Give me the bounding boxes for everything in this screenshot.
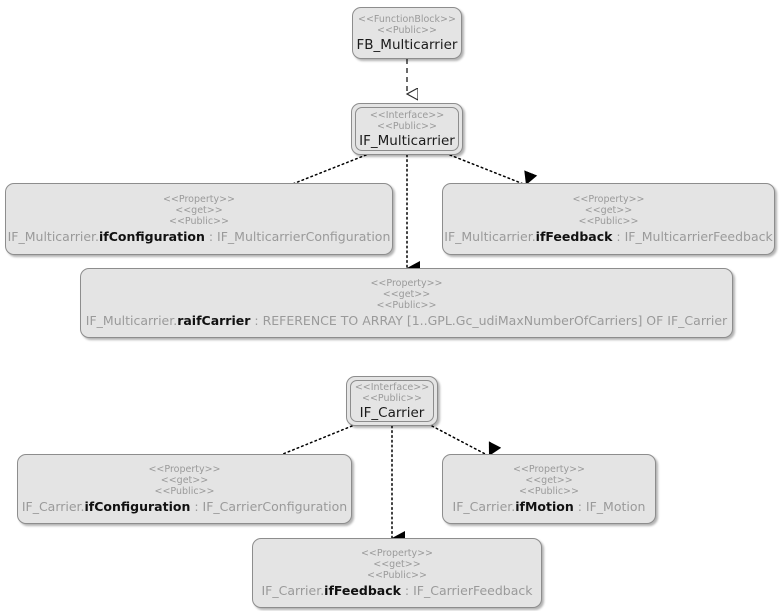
stereotype-get: <<get>> (382, 289, 431, 300)
member-type: IF_CarrierFeedback (413, 583, 533, 598)
node-ca-ifconfiguration[interactable]: <<Property>> <<get>> <<Public>> IF_Carri… (17, 454, 352, 524)
edge-property-mc-ifconfiguration (288, 154, 367, 200)
stereotype-public: <<Public>> (519, 486, 579, 497)
node-mc-ifconfiguration[interactable]: <<Property>> <<get>> <<Public>> IF_Multi… (5, 183, 393, 255)
member-prefix: IF_Multicarrier. (444, 229, 536, 244)
member-type: IF_MulticarrierFeedback (624, 229, 773, 244)
stereotype-property: <<Property>> (360, 548, 434, 559)
node-ca-iffeedback[interactable]: <<Property>> <<get>> <<Public>> IF_Carri… (252, 538, 542, 608)
member-type: IF_Motion (585, 499, 646, 514)
member-prefix: IF_Carrier. (21, 499, 85, 514)
node-if-multicarrier-inner: <<Interface>> <<Public>> IF_Multicarrier (355, 107, 459, 151)
stereotype-public: <<Public>> (169, 216, 229, 227)
member-separator: : (250, 313, 263, 328)
stereotype-interface: <<Interface>> (354, 381, 430, 393)
stereotype-get: <<get>> (160, 475, 209, 486)
stereotype-property: <<Property>> (512, 464, 586, 475)
stereotype-get: <<get>> (175, 205, 223, 216)
member-name: ifFeedback (324, 583, 401, 598)
node-title-fb-multicarrier: FB_Multicarrier (356, 36, 458, 53)
member-signature: IF_Multicarrier.raifCarrier : REFERENCE … (86, 313, 727, 328)
stereotype-public: <<Public>> (154, 486, 215, 497)
member-signature: IF_Carrier.ifFeedback : IF_CarrierFeedba… (261, 583, 532, 598)
stereotype-property: <<Property>> (572, 194, 645, 205)
member-separator: : (612, 229, 625, 244)
member-name: raifCarrier (177, 313, 251, 328)
member-type: IF_MulticarrierConfiguration (217, 229, 391, 244)
stereotype-public: <<Public>> (578, 216, 639, 227)
node-title-if-carrier: IF_Carrier (359, 404, 425, 421)
edge-property-mc-iffeedback (449, 154, 538, 186)
member-prefix: IF_Carrier. (261, 583, 325, 598)
member-signature: IF_Carrier.ifConfiguration : IF_CarrierC… (22, 499, 347, 514)
member-name: ifConfiguration (84, 499, 191, 514)
stereotype-get: <<get>> (373, 559, 421, 570)
node-mc-iffeedback[interactable]: <<Property>> <<get>> <<Public>> IF_Multi… (442, 183, 775, 255)
node-ca-ifmotion[interactable]: <<Property>> <<get>> <<Public>> IF_Carri… (442, 454, 656, 524)
member-signature: IF_Multicarrier.ifFeedback : IF_Multicar… (444, 229, 772, 244)
node-fb-multicarrier[interactable]: <<FunctionBlock>> <<Public>> FB_Multicar… (352, 7, 462, 59)
stereotype-property: <<Property>> (370, 278, 443, 289)
member-separator: : (573, 499, 586, 514)
stereotype-property: <<Property>> (148, 464, 221, 475)
stereotype-interface: <<Interface>> (369, 109, 445, 121)
stereotype-get: <<get>> (584, 205, 633, 216)
node-title-if-multicarrier: IF_Multicarrier (359, 132, 455, 149)
stereotype-public: <<Public>> (367, 570, 427, 581)
member-type: IF_CarrierConfiguration (202, 499, 348, 514)
member-separator: : (400, 583, 414, 598)
node-if-multicarrier[interactable]: <<Interface>> <<Public>> IF_Multicarrier (351, 103, 463, 155)
edge-property-ca-ifconfiguration (276, 425, 353, 471)
node-if-carrier-inner: <<Interface>> <<Public>> IF_Carrier (350, 380, 434, 422)
member-name: ifMotion (515, 499, 574, 514)
member-name: ifConfiguration (99, 229, 205, 244)
stereotype-public: <<Public>> (362, 392, 422, 404)
stereotype-public: <<Public>> (377, 24, 437, 36)
stereotype-public: <<Public>> (377, 120, 437, 132)
member-name: ifFeedback (535, 229, 613, 244)
node-if-carrier[interactable]: <<Interface>> <<Public>> IF_Carrier (346, 376, 438, 426)
stereotype-functionblock: <<FunctionBlock>> (358, 13, 456, 25)
stereotype-get: <<get>> (525, 475, 573, 486)
stereotype-property: <<Property>> (162, 194, 236, 205)
node-mc-raifcarrier[interactable]: <<Property>> <<get>> <<Public>> IF_Multi… (80, 268, 733, 338)
member-prefix: IF_Carrier. (452, 499, 516, 514)
member-prefix: IF_Multicarrier. (85, 313, 178, 328)
member-separator: : (204, 229, 218, 244)
member-prefix: IF_Multicarrier. (7, 229, 100, 244)
edge-property-ca-ifmotion (431, 425, 502, 457)
member-type: REFERENCE TO ARRAY [1..GPL.Gc_udiMaxNumb… (262, 313, 728, 328)
member-signature: IF_Carrier.ifMotion : IF_Motion (453, 499, 646, 514)
stereotype-public: <<Public>> (376, 300, 437, 311)
member-signature: IF_Multicarrier.ifConfiguration : IF_Mul… (8, 229, 391, 244)
member-separator: : (190, 499, 203, 514)
